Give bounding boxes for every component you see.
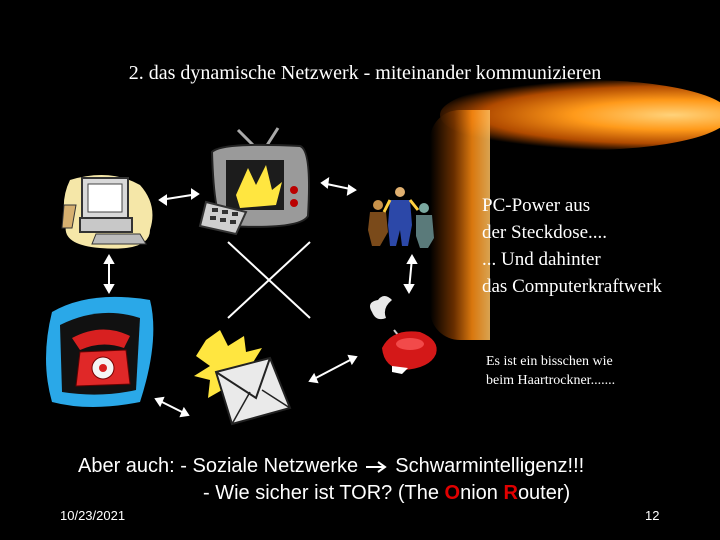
bottom-line-2: - Wie sicher ist TOR? (The Onion Router)	[203, 482, 570, 505]
bottom-line-2-part1: - Wie sicher ist TOR? (The	[203, 482, 445, 504]
main-text-block: PC-Power aus der Steckdose.... ... Und d…	[482, 192, 662, 300]
slide-number: 12	[645, 508, 659, 523]
hairdryer-icon	[370, 296, 437, 374]
people-icon	[368, 187, 434, 248]
bottom-line-1: Aber auch: - Soziale Netzwerke Schwarmin…	[78, 455, 584, 478]
onion-letter: O	[445, 482, 461, 504]
computer-icon	[62, 175, 152, 249]
television-icon	[200, 128, 309, 234]
text-line: der Steckdose....	[482, 219, 662, 246]
note-line: beim Haartrockner.......	[486, 371, 615, 390]
slide-date: 10/23/2021	[60, 508, 125, 523]
right-arrow-icon	[364, 460, 390, 474]
bottom-line-2-part2: nion	[460, 482, 503, 504]
text-line: das Computerkraftwerk	[482, 273, 662, 300]
note-line: Es ist ein bisschen wie	[486, 352, 615, 371]
router-letter: R	[503, 482, 517, 504]
telephone-icon	[46, 297, 153, 407]
envelope-icon	[194, 330, 290, 424]
hairdryer-note: Es ist ein bisschen wie beim Haartrockne…	[486, 352, 615, 390]
text-line: PC-Power aus	[482, 192, 662, 219]
bottom-line-1-suffix: Schwarmintelligenz!!!	[395, 455, 584, 477]
bottom-line-2-part3: outer)	[518, 482, 570, 504]
bottom-line-1-prefix: Aber auch: - Soziale Netzwerke	[78, 455, 358, 477]
text-line: ... Und dahinter	[482, 246, 662, 273]
